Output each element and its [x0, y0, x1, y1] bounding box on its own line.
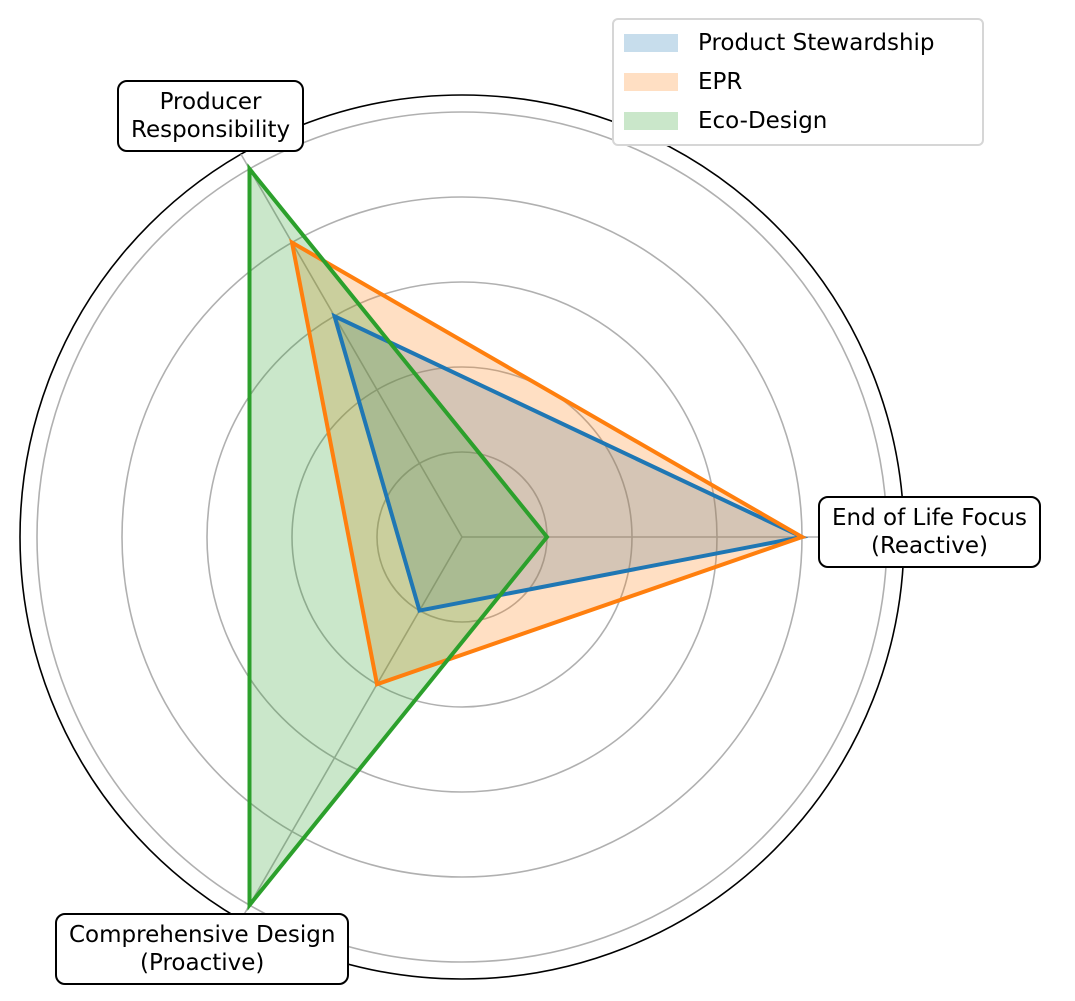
legend-item-eco-design: Eco-Design	[624, 106, 827, 136]
legend-item-product-stewardship: Product Stewardship	[624, 28, 935, 58]
legend-label: EPR	[698, 69, 743, 95]
grid-spoke	[240, 536, 463, 921]
series-line	[331, 312, 809, 613]
legend-item-epr: EPR	[624, 67, 742, 97]
legend-swatch	[624, 34, 678, 52]
axis-label-line: (Proactive)	[140, 950, 265, 976]
axis-label-comprehensive-design: Comprehensive Design (Proactive)	[55, 913, 350, 985]
series-line	[247, 163, 550, 911]
legend-swatch	[624, 73, 678, 91]
series-fill	[334, 316, 802, 611]
series-line	[289, 238, 807, 687]
axis-label-line: (Reactive)	[870, 533, 988, 559]
axis-label-line: Responsibility	[131, 117, 291, 143]
series-fill	[292, 242, 802, 685]
axis-label-line: Comprehensive Design	[69, 922, 336, 948]
legend-label: Product Stewardship	[698, 30, 935, 56]
axis-label-line: End of Life Focus	[832, 505, 1027, 531]
grid-spoke	[240, 153, 463, 538]
axis-label-end-of-life: End of Life Focus (Reactive)	[818, 496, 1041, 568]
legend: Product Stewardship EPR Eco-Design	[612, 18, 984, 146]
legend-label: Eco-Design	[698, 108, 828, 134]
legend-swatch	[624, 112, 678, 130]
axis-label-line: Producer	[159, 89, 262, 115]
axis-label-producer-responsibility: Producer Responsibility	[117, 80, 305, 152]
